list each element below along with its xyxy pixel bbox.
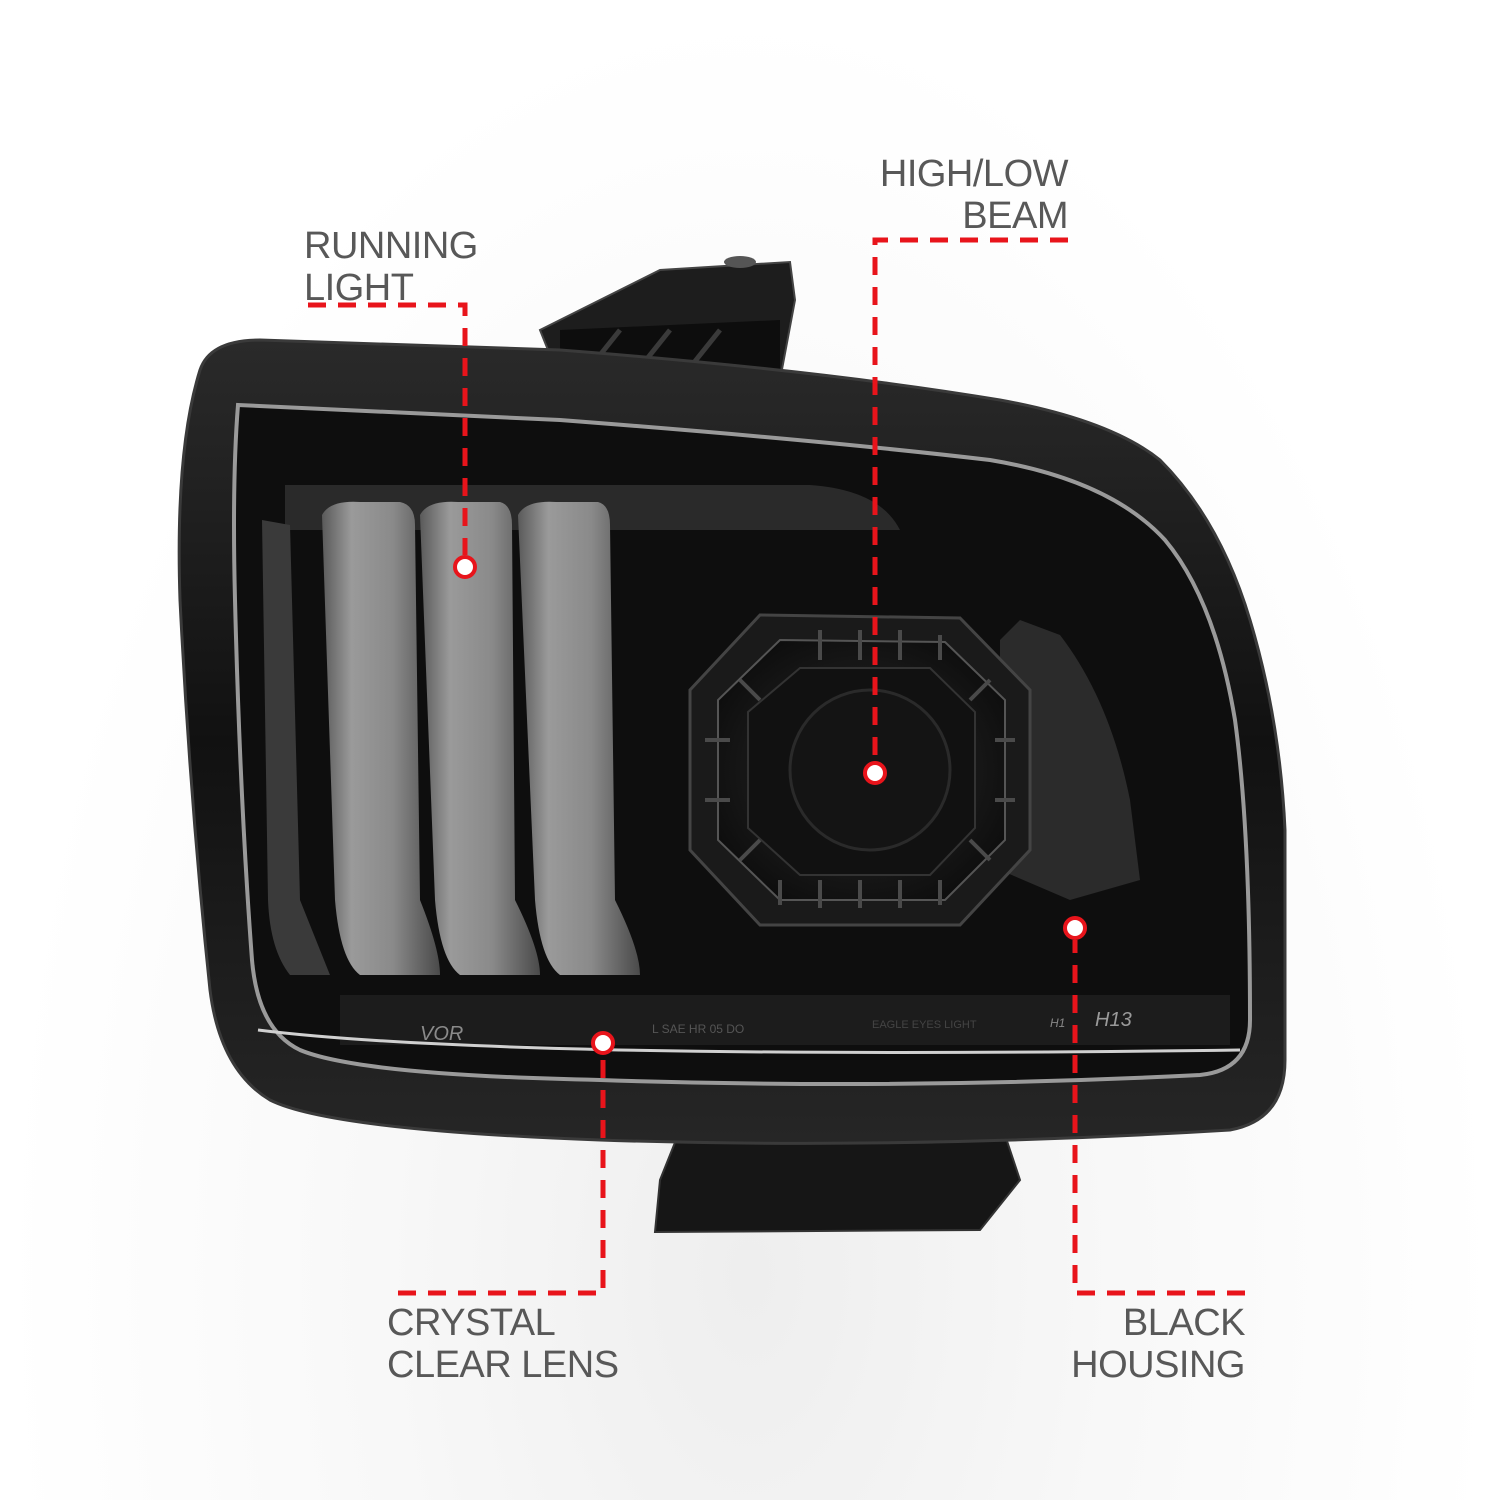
label-high-low-beam: HIGH/LOW BEAM: [860, 153, 1069, 237]
callout-line-crystal-lens: [398, 1055, 606, 1296]
lens-marking-h13: H13: [1095, 1009, 1132, 1031]
label-high-low-beam-line2: BEAM: [962, 195, 1068, 237]
label-running-light-line1: RUNNING: [304, 225, 478, 267]
label-black-housing-line1: BLACK: [1122, 1302, 1246, 1344]
label-running-light: RUNNING LIGHT: [304, 225, 478, 309]
projector-assembly: [688, 613, 1140, 927]
label-crystal-clear-lens: CRYSTAL CLEAR LENS: [387, 1302, 619, 1386]
running-light-bars: [262, 501, 640, 975]
label-black-housing-line2: HOUSING: [1071, 1344, 1245, 1386]
callout-line-high-low-beam: [872, 237, 1068, 762]
label-running-light-line2: LIGHT: [304, 267, 414, 309]
label-crystal-clear-lens-line1: CRYSTAL: [387, 1302, 556, 1344]
lens-marking-vor: VOR: [420, 1023, 463, 1045]
callout-dot-crystal-lens[interactable]: [591, 1031, 615, 1055]
callout-dot-black-housing[interactable]: [1063, 916, 1087, 940]
lens-marking-h1: H1: [1050, 1016, 1065, 1030]
callout-dot-high-low-beam[interactable]: [863, 761, 887, 785]
callout-dot-running-light[interactable]: [453, 555, 477, 579]
lens-marking-eagle: EAGLE EYES LIGHT: [872, 1019, 977, 1031]
lens-marking-center: L SAE HR 05 DO: [652, 1022, 744, 1036]
label-black-housing: BLACK HOUSING: [1040, 1302, 1245, 1386]
callout-dots: [453, 555, 1087, 1055]
callout-line-running-light: [308, 302, 468, 555]
callout-line-black-housing: [1072, 940, 1245, 1296]
label-high-low-beam-line1: HIGH/LOW: [879, 153, 1069, 195]
callout-lines: [308, 237, 1245, 1296]
label-crystal-clear-lens-line2: CLEAR LENS: [387, 1344, 619, 1386]
